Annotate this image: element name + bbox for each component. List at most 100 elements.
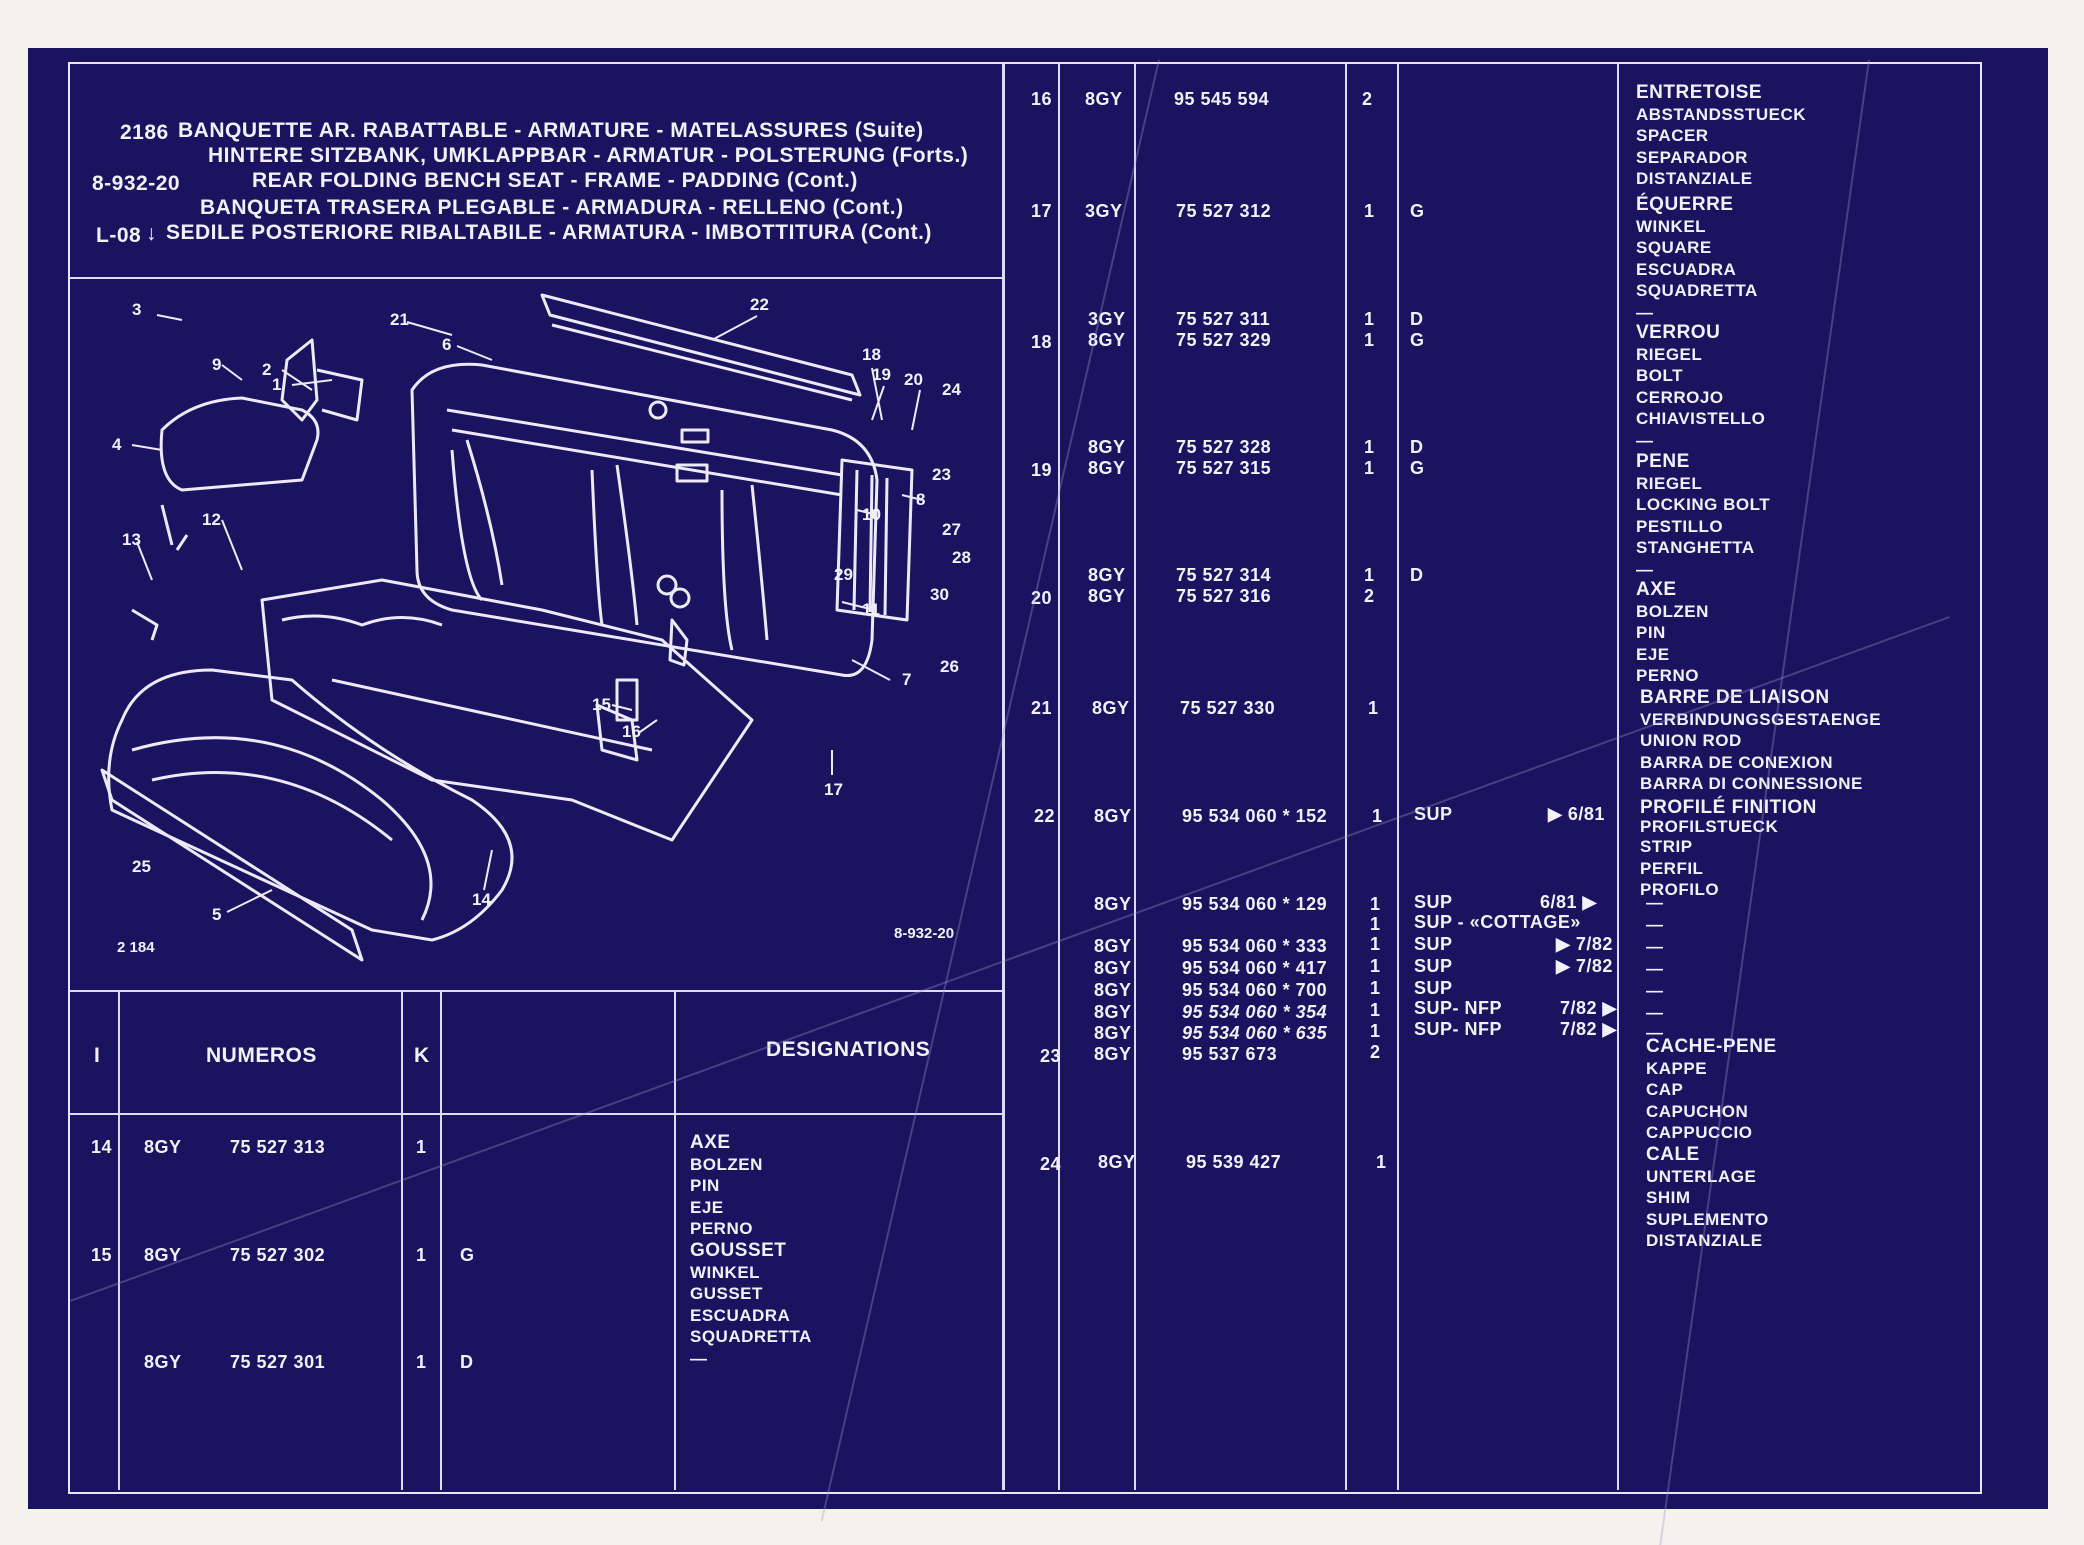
- designation-line: GOUSSET: [690, 1240, 787, 1261]
- row-qty: 1: [416, 1245, 427, 1265]
- row-note: SUP: [1414, 978, 1453, 998]
- bracket-shape: [280, 338, 364, 422]
- row-part-number: 75 527 301: [230, 1352, 326, 1372]
- designation-line: CAPPUCCIO: [1646, 1123, 1753, 1142]
- designation-line: WINKEL: [690, 1262, 761, 1282]
- designation-line: SQUADRETTA: [690, 1327, 812, 1346]
- row-qty: 1: [416, 1352, 427, 1372]
- column-header-index: I: [94, 1044, 101, 1067]
- callout-label: 9: [212, 355, 221, 374]
- designation-line: GUSSET: [690, 1284, 763, 1303]
- designation-line: ENTRETOISE: [1636, 82, 1763, 103]
- callout-label: 28: [952, 548, 971, 567]
- designation-line: VERROU: [1636, 322, 1721, 343]
- designation-list: ENTRETOISE ABSTANDSSTUECK SPACER SEPARAD…: [1636, 82, 1806, 190]
- designation-line: PROFILÉ FINITION: [1640, 797, 1817, 818]
- row-code: 8GY: [1088, 586, 1126, 606]
- designation-line: CAP: [1646, 1080, 1684, 1099]
- designation-list: PENE RIEGEL LOCKING BOLT PESTILLO STANGH…: [1636, 451, 1770, 580]
- callout-label: 4: [112, 435, 122, 454]
- designation-line: —: [1636, 430, 1654, 450]
- row-part-number: 95 534 060 * 129: [1182, 894, 1328, 914]
- callout-label: 22: [750, 295, 769, 314]
- designation-line: KAPPE: [1646, 1058, 1708, 1078]
- rule: [1397, 64, 1399, 1490]
- row-side: D: [460, 1352, 474, 1372]
- parts-catalog-sheet: [68, 62, 1982, 1494]
- designation-line: PERFIL: [1640, 858, 1704, 878]
- row-note: SUP - «COTTAGE»: [1414, 912, 1581, 932]
- rule: [1058, 64, 1060, 1490]
- designation-line: BARRA DE CONEXION: [1640, 752, 1833, 772]
- callout-label: 1: [272, 375, 281, 394]
- designation-list: CALE UNTERLAGE SHIM SUPLEMENTO DISTANZIA…: [1646, 1144, 1769, 1252]
- row-index: 20: [1031, 588, 1053, 608]
- designation-line: ÉQUERRE: [1636, 194, 1734, 215]
- row-part-number: 95 534 060 * 700: [1182, 980, 1328, 1000]
- side-plate-shape: [835, 458, 914, 622]
- armrest-shape: [159, 396, 320, 492]
- designation-line: —: [1646, 937, 1664, 956]
- designation-line: RIEGEL: [1636, 473, 1703, 493]
- designation-line: SHIM: [1646, 1188, 1691, 1207]
- designation-line: DISTANZIALE: [1646, 1231, 1763, 1250]
- designation-line: UNTERLAGE: [1646, 1166, 1757, 1186]
- row-index: 21: [1031, 698, 1053, 718]
- row-qty: 1: [1370, 956, 1381, 976]
- row-date: ▶ 7/82: [1556, 934, 1613, 954]
- row-code: 8GY: [144, 1245, 182, 1265]
- diagram-ref-left: 2 184: [117, 939, 155, 956]
- rule: [118, 990, 120, 1490]
- callout-label: 20: [904, 370, 923, 389]
- designation-line: —: [1636, 302, 1654, 322]
- designation-line: ESCUADRA: [1636, 259, 1737, 279]
- row-part-number: 75 527 330: [1180, 698, 1276, 718]
- row-date: 6/81 ▶: [1540, 892, 1597, 912]
- designation-line: PIN: [1636, 623, 1666, 642]
- row-note: G: [1410, 330, 1425, 350]
- designation-line: —: [1646, 893, 1664, 912]
- callout-label: 3: [132, 300, 141, 319]
- designation-line: EJE: [1636, 644, 1670, 664]
- designation-list: AXE BOLZEN PIN EJE PERNO: [1636, 579, 1709, 687]
- designation-list: VERROU RIEGEL BOLT CERROJO CHIAVISTELLO …: [1636, 322, 1765, 451]
- row-code: 8GY: [144, 1137, 182, 1157]
- header-title-fr: BANQUETTE AR. RABATTABLE - ARMATURE - MA…: [178, 119, 924, 142]
- row-code: 8GY: [144, 1352, 182, 1372]
- designation-line: PENE: [1636, 451, 1690, 472]
- designation-list: AXE BOLZEN PIN EJE PERNO: [690, 1132, 763, 1240]
- header-arrow-icon: ↓: [146, 222, 157, 245]
- designation-line: —: [1646, 959, 1664, 978]
- exploded-parts-diagram: 1 2 3 4 5 6 7 8 9 10 11 12 13 14 15 16 1…: [100, 293, 971, 962]
- row-part-number: 75 527 329: [1176, 330, 1272, 350]
- designation-line: AXE: [1636, 579, 1677, 600]
- designation-line: CERROJO: [1636, 387, 1724, 407]
- row-part-number: 75 527 314: [1176, 565, 1272, 585]
- row-index: 19: [1031, 460, 1053, 480]
- designation-line: SPACER: [1636, 126, 1709, 145]
- row-date: 7/82 ▶: [1560, 1019, 1617, 1039]
- row-note: SUP- NFP: [1414, 1019, 1503, 1039]
- designation-list: CACHE-PENE KAPPE CAP CAPUCHON CAPPUCCIO: [1646, 1036, 1777, 1144]
- row-qty: 1: [1370, 978, 1381, 998]
- row-index: 22: [1034, 806, 1056, 826]
- seat-frame-shape: [260, 578, 754, 842]
- row-part-number: 95 537 673: [1182, 1044, 1278, 1064]
- row-qty: 2: [1370, 1042, 1381, 1062]
- row-code: 3GY: [1088, 309, 1126, 329]
- film-background: [28, 48, 2048, 1509]
- trim-strip-shape: [100, 768, 364, 962]
- diagram-ref-right: 8-932-20: [894, 925, 954, 942]
- designation-line: EJE: [690, 1197, 724, 1217]
- header-title-it: SEDILE POSTERIORE RIBALTABILE - ARMATURA…: [166, 221, 932, 244]
- row-index: 23: [1040, 1046, 1062, 1066]
- designation-line: SQUARE: [1636, 238, 1712, 257]
- row-side: G: [460, 1245, 475, 1265]
- row-part-number: 95 539 427: [1186, 1152, 1282, 1172]
- callout-label: 13: [122, 530, 141, 549]
- callout-label: 12: [202, 510, 221, 529]
- designation-line: AXE: [690, 1132, 731, 1153]
- designation-line: —: [1636, 559, 1654, 579]
- row-code: 8GY: [1092, 698, 1130, 718]
- row-qty: 1: [1370, 1021, 1381, 1041]
